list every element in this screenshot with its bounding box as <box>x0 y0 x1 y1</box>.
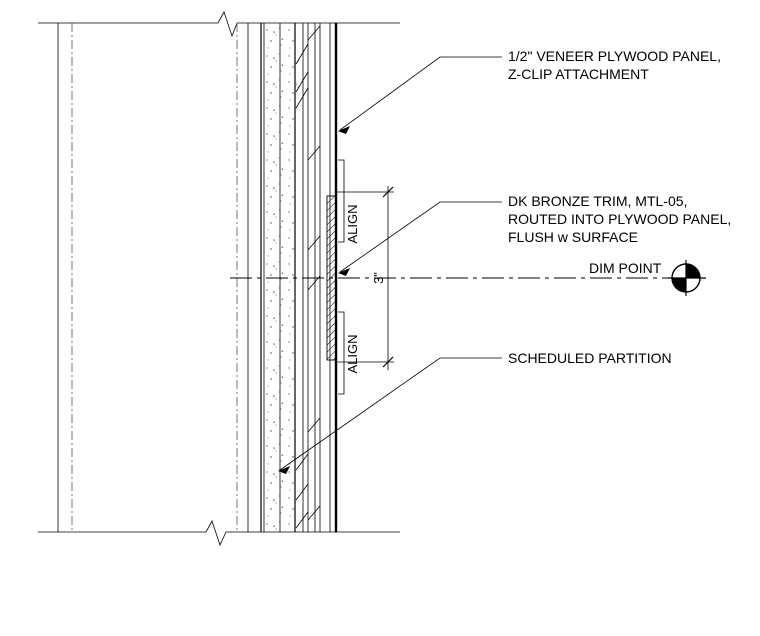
dim-point-label: DIM POINT <box>589 260 662 276</box>
note-trim-line-3: FLUSH w SURFACE <box>508 229 638 245</box>
bottom-break-line <box>38 520 400 547</box>
align-label-top: ALIGN <box>345 204 360 243</box>
trim-height-dimension: 3" <box>371 272 386 284</box>
leader-veneer <box>338 56 502 134</box>
note-trim-line-2: ROUTED INTO PLYWOOD PANEL, <box>508 211 731 227</box>
stud-framing <box>57 23 249 532</box>
top-break-line <box>38 11 400 38</box>
dim-point-symbol <box>668 260 706 296</box>
leader-trim <box>338 201 502 276</box>
note-veneer-line-1: 1/2" VENEER PLYWOOD PANEL, <box>508 48 721 64</box>
note-trim-line-1: DK BRONZE TRIM, MTL-05, <box>508 193 687 209</box>
z-clip-furring-zone <box>295 23 321 532</box>
align-label-bottom: ALIGN <box>345 334 360 373</box>
leader-partition <box>278 357 502 474</box>
note-veneer-line-2: Z-CLIP ATTACHMENT <box>508 66 649 82</box>
dimension-string <box>336 159 394 395</box>
gypsum-board-layers <box>260 23 296 532</box>
note-partition: SCHEDULED PARTITION <box>508 350 672 366</box>
